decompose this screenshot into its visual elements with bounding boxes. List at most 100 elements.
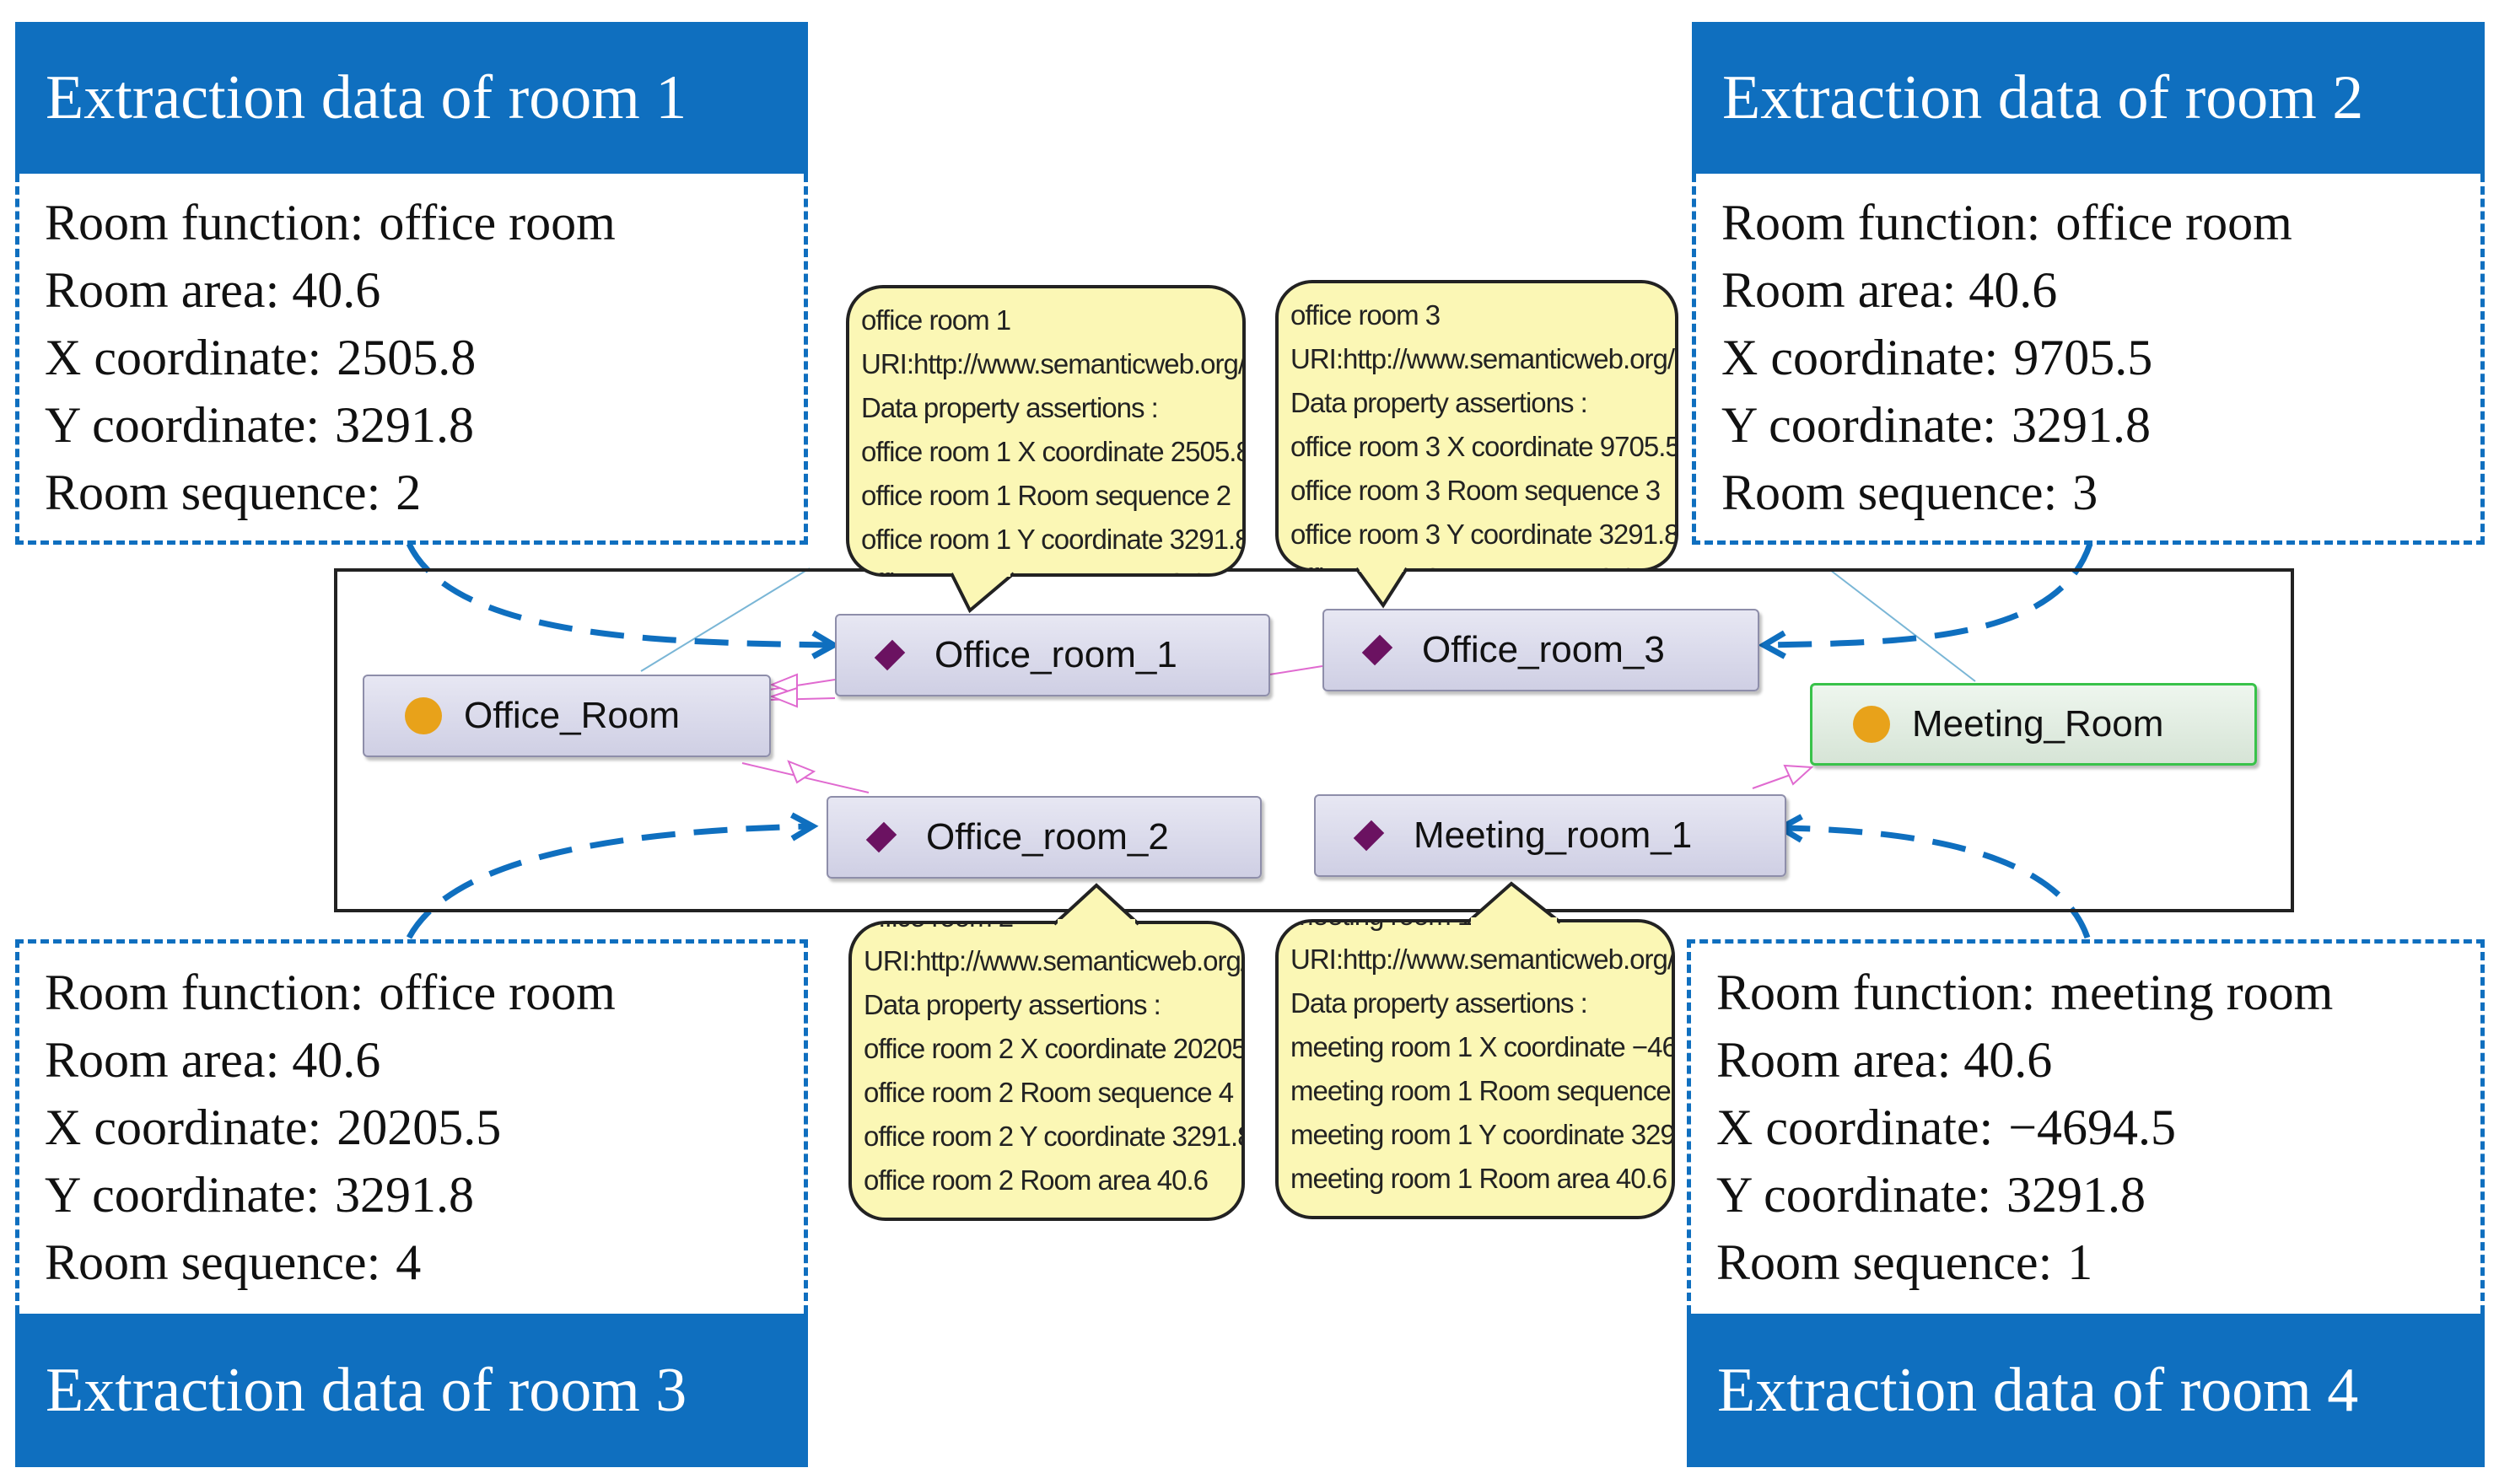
row-value: 1 xyxy=(2067,1234,2093,1290)
room-2-y-row: Y coordinate: 3291.8 xyxy=(1721,391,2455,459)
row-label: Room function: xyxy=(1721,195,2041,250)
node-label: Meeting_Room xyxy=(1912,703,2164,745)
tooltip-line: office room 2 X coordinate 20205.5 xyxy=(864,1033,1245,1064)
row-label: Y coordinate: xyxy=(1721,397,1996,453)
tooltip-line: URI:http://www.semanticweb.org/lily xyxy=(861,348,1246,379)
room-3-area-row: Room area: 40.6 xyxy=(45,1026,778,1094)
room-4-y-row: Y coordinate: 3291.8 xyxy=(1716,1161,2455,1229)
tooltip-line: office room 1 xyxy=(861,304,1011,336)
row-label: X coordinate: xyxy=(45,1100,322,1155)
row-value: 3 xyxy=(2072,465,2098,520)
row-value: 3291.8 xyxy=(2006,1167,2146,1223)
row-value: −4694.5 xyxy=(2008,1100,2177,1155)
node-label: Office_room_2 xyxy=(926,816,1169,858)
node-label: Meeting_room_1 xyxy=(1414,815,1693,856)
tooltip-office-room-2: office room 2 URI:http://www.semanticweb… xyxy=(848,921,1245,1221)
row-value: 40.6 xyxy=(292,1032,381,1088)
row-value: 40.6 xyxy=(1963,1032,2053,1088)
tooltip-line: office room 2 xyxy=(864,924,1241,939)
tooltip-line: office room 3 Room sequence 3 xyxy=(1290,475,1661,506)
tooltip-line: office room 2 Room area 40.6 xyxy=(864,1164,1209,1196)
individual-node-office-room-3[interactable]: Office_room_3 xyxy=(1322,609,1759,691)
row-label: Room sequence: xyxy=(1716,1234,2053,1290)
row-value: 9705.5 xyxy=(2013,330,2153,385)
room-3-sequence-row: Room sequence: 4 xyxy=(45,1229,778,1296)
room-2-x-row: X coordinate: 9705.5 xyxy=(1721,324,2455,391)
individual-diamond-icon xyxy=(874,639,906,671)
tooltip-line: meeting room 1 Room area 40.6 xyxy=(1290,1163,1667,1194)
row-label: Room area: xyxy=(1721,262,1957,318)
room-1-data-panel: Room function: office room Room area: 40.… xyxy=(15,174,808,545)
row-value: 2505.8 xyxy=(337,330,477,385)
room-1-header: Extraction data of room 1 xyxy=(15,22,808,174)
individual-node-office-room-1[interactable]: Office_room_1 xyxy=(835,614,1270,696)
room-1-y-row: Y coordinate:3291.8 xyxy=(45,391,778,459)
row-label: Room sequence: xyxy=(1721,465,2058,520)
node-label: Office_room_3 xyxy=(1422,629,1665,670)
row-value: 4 xyxy=(396,1234,422,1290)
tooltip-line: office room 3 Room area 40.6 xyxy=(1290,556,1675,568)
room-1-x-row: X coordinate: 2505.8 xyxy=(45,324,778,391)
row-label: Room function: xyxy=(1716,965,2036,1020)
row-value: 3291.8 xyxy=(335,1167,474,1223)
tooltip-line: office room 1 Room area 40.6 xyxy=(861,562,1242,573)
row-label: Room function: xyxy=(45,195,364,250)
tooltip-line: Data property assertions : xyxy=(1290,987,1588,1019)
room-1-area-row: Room area: 40.6 xyxy=(45,256,778,324)
tooltip-line: meeting room 1 Y coordinate 3291.8 xyxy=(1290,1119,1675,1150)
room-4-header: Extraction data of room 4 xyxy=(1687,1314,2485,1467)
row-value: office room xyxy=(2055,195,2292,250)
room-3-y-row: Y coordinate: 3291.8 xyxy=(45,1161,778,1229)
individual-node-meeting-room-1[interactable]: Meeting_room_1 xyxy=(1314,794,1786,877)
row-label: X coordinate: xyxy=(45,330,322,385)
room-2-header: Extraction data of room 2 xyxy=(1692,22,2485,174)
individual-diamond-icon xyxy=(1361,634,1393,666)
row-label: Room area: xyxy=(1716,1032,1952,1088)
room-3-function-row: Room function:office room xyxy=(45,959,778,1026)
room-4-data-panel: Room function: meeting room Room area: 40… xyxy=(1687,939,2485,1314)
room-2-data-panel: Room function: office room Room area: 40.… xyxy=(1692,174,2485,545)
row-value: 40.6 xyxy=(1969,262,2058,318)
tooltip-line: meeting room 1 Room sequence 1 xyxy=(1290,1075,1675,1106)
room-3-x-row: X coordinate:20205.5 xyxy=(45,1094,778,1161)
row-value: meeting room xyxy=(2050,965,2334,1020)
row-label: Room area: xyxy=(45,262,280,318)
individual-node-office-room-2[interactable]: Office_room_2 xyxy=(827,796,1262,879)
tooltip-line: office room 1 Y coordinate 3291.8 xyxy=(861,524,1246,555)
tooltip-line: Data property assertions : xyxy=(864,989,1161,1020)
row-value: 40.6 xyxy=(292,262,381,318)
room-4-sequence-row: Room sequence:1 xyxy=(1716,1229,2455,1296)
room-1-sequence-row: Room sequence: 2 xyxy=(45,459,778,526)
row-label: Room sequence: xyxy=(45,465,381,520)
room-1-function-row: Room function: office room xyxy=(45,189,778,256)
row-label: Y coordinate: xyxy=(1716,1167,1991,1223)
class-node-meeting-room[interactable]: Meeting_Room xyxy=(1810,683,2257,766)
row-label: Y coordinate: xyxy=(45,1167,320,1223)
tooltip-line: Data property assertions : xyxy=(1290,387,1588,418)
row-label: Room sequence: xyxy=(45,1234,381,1290)
room-4-title: Extraction data of room 4 xyxy=(1717,1355,2359,1425)
tooltip-line: office room 3 Y coordinate 3291.8 xyxy=(1290,519,1678,550)
tooltip-office-room-1: office room 1 URI:http://www.semanticweb… xyxy=(846,285,1246,577)
room-2-area-row: Room area: 40.6 xyxy=(1721,256,2455,324)
tooltip-office-room-3: office room 3 URI:http://www.semanticweb… xyxy=(1275,280,1678,572)
room-4-area-row: Room area: 40.6 xyxy=(1716,1026,2455,1094)
tooltip-line: office room 1 X coordinate 2505.8 xyxy=(861,436,1246,467)
tooltip-line: Data property assertions : xyxy=(861,392,1159,423)
row-value: 3291.8 xyxy=(2012,397,2151,453)
room-2-function-row: Room function: office room xyxy=(1721,189,2455,256)
tooltip-line: URI:http://www.semanticweb.org/lily xyxy=(1290,343,1678,374)
row-label: Y coordinate: xyxy=(45,397,320,453)
row-value: 2 xyxy=(396,465,422,520)
tooltip-line: office room 3 xyxy=(1290,299,1441,331)
room-2-sequence-row: Room sequence: 3 xyxy=(1721,459,2455,526)
room-3-header: Extraction data of room 3 xyxy=(15,1314,808,1467)
class-node-office-room[interactable]: Office_Room xyxy=(363,675,771,757)
tooltip-meeting-room-1: meeting room 1 URI:http://www.semanticwe… xyxy=(1275,919,1675,1219)
row-label: Room area: xyxy=(45,1032,280,1088)
row-value: office room xyxy=(379,195,616,250)
tooltip-line: office room 2 Room sequence 4 xyxy=(864,1077,1234,1108)
tooltip-line: meeting room 1 xyxy=(1290,922,1672,938)
row-label: X coordinate: xyxy=(1721,330,1999,385)
tooltip-line: URI:http://www.semanticweb.org/lily/o xyxy=(1290,944,1675,975)
